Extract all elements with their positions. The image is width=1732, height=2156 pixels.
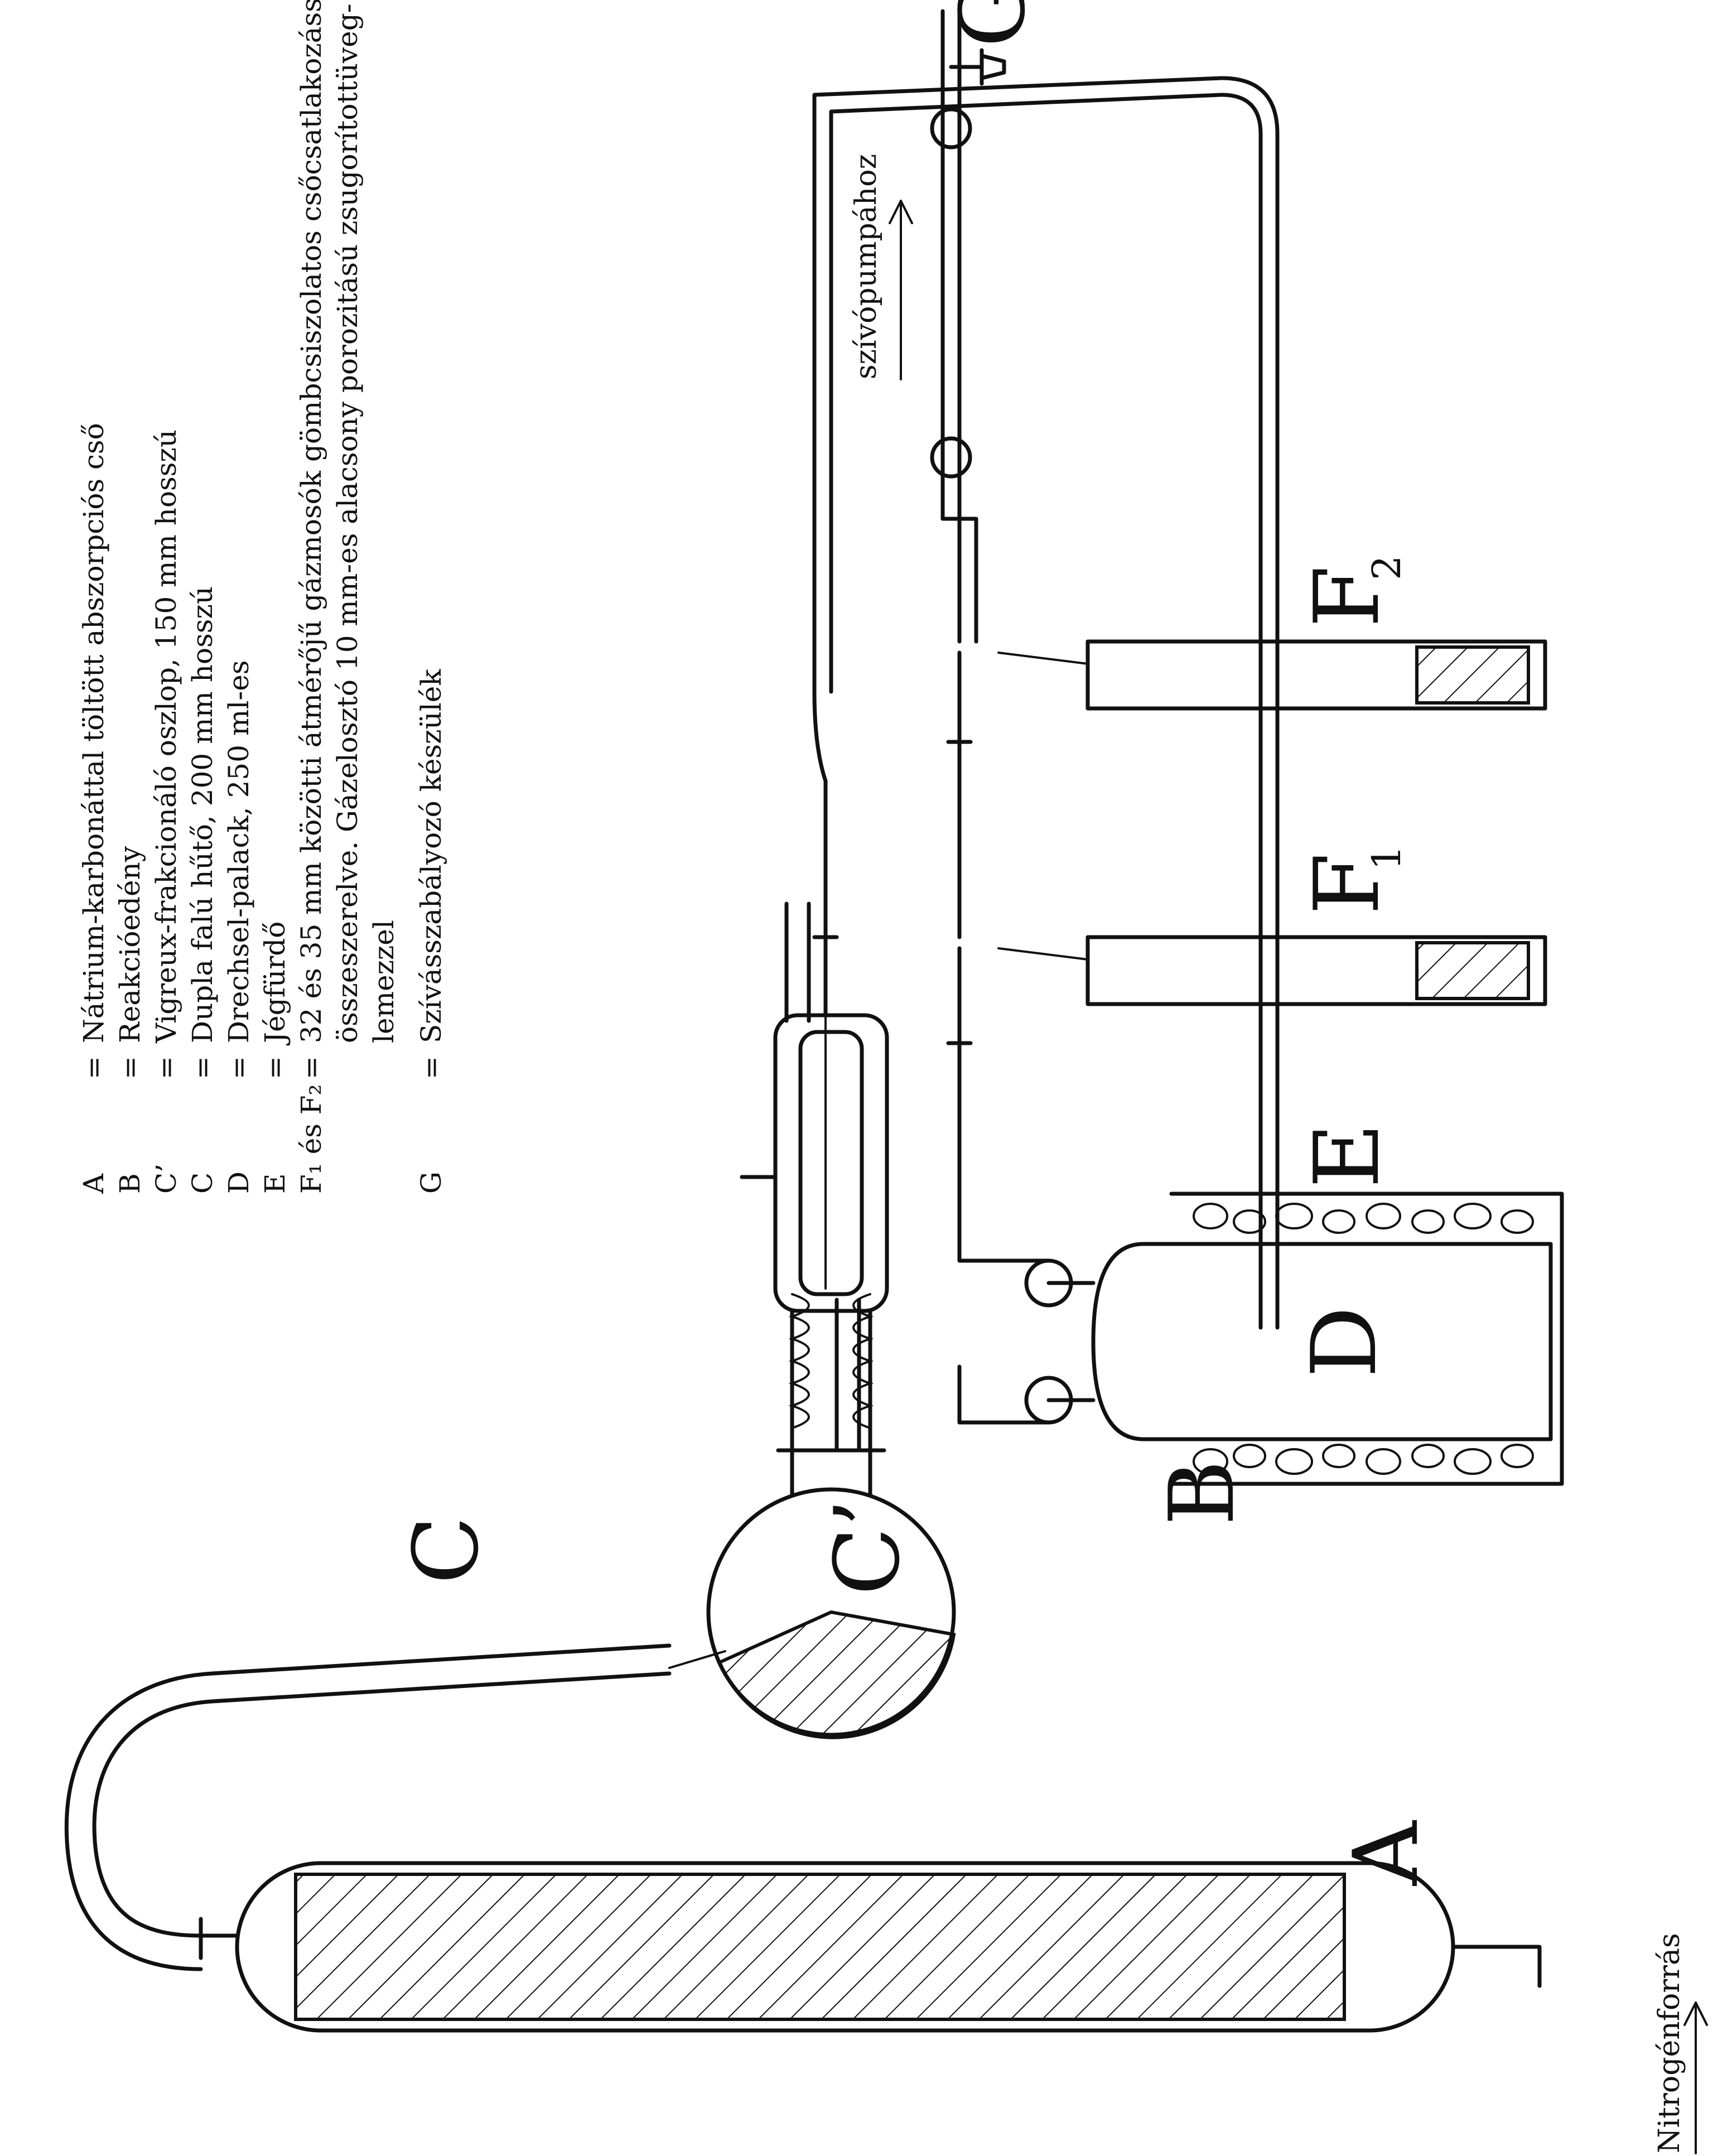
- legend-sep: =: [295, 1056, 327, 1079]
- label-e: E: [1295, 1123, 1399, 1188]
- reaction-flask-b: [668, 1448, 956, 1739]
- condenser-c: [740, 901, 889, 1453]
- legend-key: F₁ és F₂: [295, 1084, 327, 1194]
- absorption-tube-a: [64, 1643, 1542, 2033]
- legend-text: Szívásszabályozó készülék: [415, 669, 447, 1043]
- label-f1-sub: 1: [1364, 845, 1410, 870]
- gas-washer-f2: [946, 639, 1547, 939]
- legend-key: B: [114, 1173, 146, 1194]
- legend-text: összeszerelve. Gázelosztó 10 mm-es alacs…: [331, 3, 364, 1043]
- label-f2-sub: 2: [1364, 555, 1410, 580]
- legend-key: A: [78, 1173, 110, 1194]
- legend-sep: =: [223, 1056, 255, 1079]
- delivery-tube: [812, 76, 1280, 1330]
- legend-key: G: [415, 1171, 447, 1194]
- label-d: D: [1292, 1306, 1396, 1378]
- label-f2: F: [1295, 566, 1399, 628]
- legend-sep: =: [114, 1056, 146, 1079]
- pump-direction-text: szívópumpához: [850, 154, 883, 379]
- label-g: G: [940, 0, 1045, 47]
- pump-line: [930, 9, 978, 644]
- legend-sep: =: [186, 1056, 219, 1079]
- pump-flow-arrow: [889, 200, 913, 380]
- ice-bath-e: [1169, 1192, 1564, 1486]
- legend-sep: =: [78, 1056, 110, 1079]
- label-a: A: [1334, 1820, 1438, 1886]
- vigreux-column-c-prime: [788, 1293, 874, 1453]
- legend-text: Jégfürdő: [259, 922, 291, 1046]
- label-c-prime: C’: [815, 1499, 919, 1595]
- legend-sep: =: [259, 1056, 291, 1079]
- legend-text: lemezzel: [368, 920, 400, 1043]
- legend: A=Nátrium-karbonáttal töltött abszorpció…: [78, 0, 447, 1194]
- legend-sep: =: [150, 1056, 182, 1079]
- label-b: B: [1150, 1460, 1254, 1526]
- suction-regulator-g: [949, 48, 1006, 86]
- legend-key: C’: [150, 1164, 182, 1194]
- gas-washer-f1: [946, 935, 1547, 1118]
- legend-sep: =: [415, 1056, 447, 1079]
- label-c: C: [394, 1516, 498, 1584]
- legend-key: C: [186, 1173, 219, 1194]
- legend-text: 32 és 35 mm közötti átmérőjű gázmosók gö…: [295, 0, 327, 1043]
- legend-key: E: [259, 1174, 291, 1194]
- legend-text: Nátrium-karbonáttal töltött abszorpciós …: [78, 423, 110, 1043]
- nitrogen-source-text: Nitrogénforrás: [1653, 1933, 1686, 2153]
- label-f1: F: [1295, 853, 1399, 915]
- nitrogen-flow-arrow: [1683, 2001, 1708, 2154]
- legend-key: D: [223, 1171, 255, 1194]
- drechsel-bottle-d: [957, 946, 1553, 1441]
- legend-text: Drechsel-palack, 250 ml-es: [223, 660, 255, 1044]
- legend-text: Dupla falú hűtő, 200 mm hosszú: [186, 586, 219, 1043]
- legend-text: Reakcióedény: [114, 846, 146, 1043]
- legend-text: Vigreux-frakcionáló oszlop, 150 mm hossz…: [150, 430, 182, 1044]
